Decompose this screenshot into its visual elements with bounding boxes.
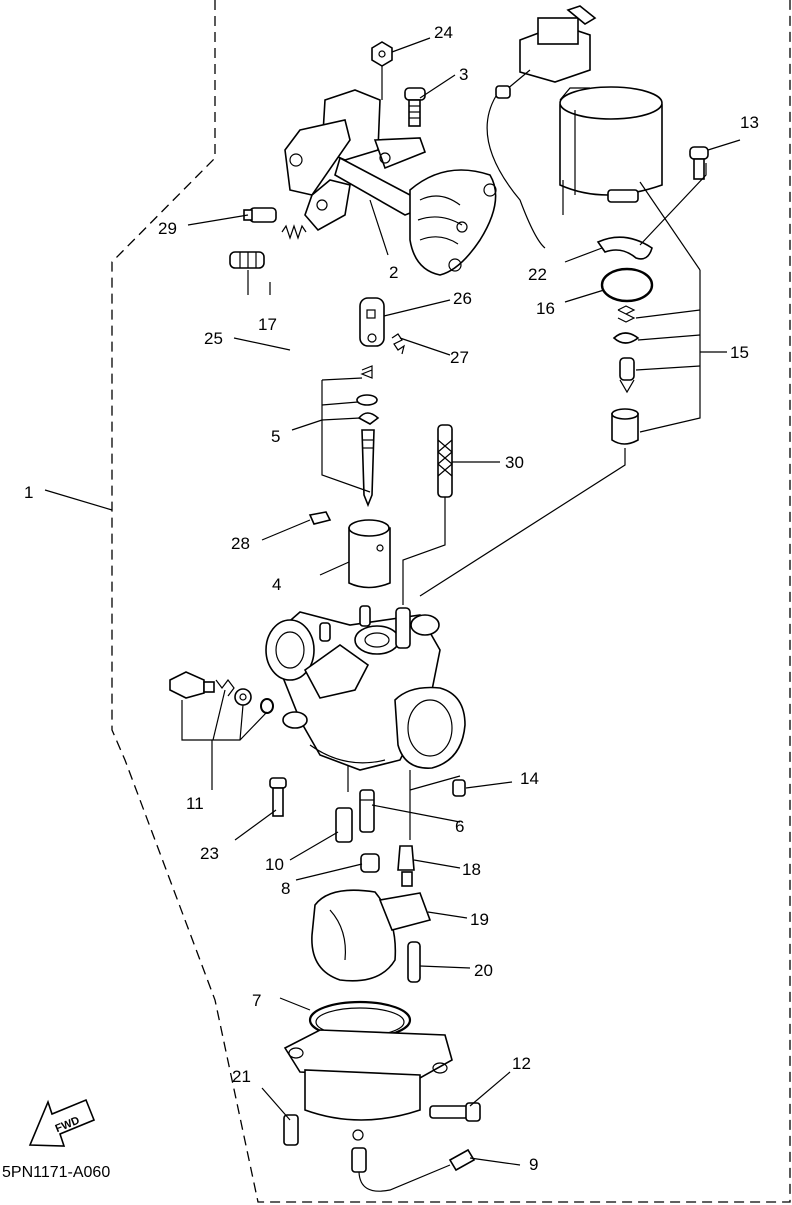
callout-15: 15 — [730, 343, 749, 362]
screw-part-3 — [404, 87, 426, 127]
throttle-linkage-part — [284, 89, 427, 232]
callout-18: 18 — [462, 860, 481, 879]
drawing-code: 5PN1171-A060 — [2, 1164, 110, 1181]
callout-16: 16 — [536, 299, 555, 318]
callout-2: 2 — [389, 263, 398, 282]
screw-part-14 — [452, 779, 466, 797]
callout-29: 29 — [158, 219, 177, 238]
float-pin-part-20 — [407, 941, 421, 983]
callout-19: 19 — [470, 910, 489, 929]
callout-6: 6 — [455, 817, 464, 836]
callout-22: 22 — [528, 265, 547, 284]
clip-part-22 — [596, 236, 653, 260]
fwd-arrow-icon: FWD — [28, 1098, 96, 1147]
drain-hose-part-9 — [351, 1147, 476, 1192]
spring-part-27 — [391, 333, 405, 355]
needle-valve-part-18 — [397, 845, 415, 887]
callout-3: 3 — [459, 65, 468, 84]
pilot-screw-parts-11 — [169, 671, 274, 714]
needle-parts-5 — [356, 365, 380, 508]
float-part-19 — [311, 889, 432, 982]
callout-4: 4 — [272, 575, 281, 594]
leader-lines — [44, 37, 741, 1166]
jet-part-10 — [335, 807, 353, 843]
callout-9: 9 — [529, 1155, 538, 1174]
callout-20: 20 — [474, 961, 493, 980]
pin-part-28 — [308, 511, 332, 525]
callout-12: 12 — [512, 1054, 531, 1073]
nut-part-24 — [371, 41, 393, 100]
throttle-lever-part — [409, 169, 497, 276]
callout-14: 14 — [520, 769, 539, 788]
screw-part-12 — [429, 1102, 481, 1122]
callout-28: 28 — [231, 534, 250, 553]
callout-11: 11 — [186, 794, 204, 813]
callout-30: 30 — [505, 453, 524, 472]
callout-24: 24 — [434, 23, 453, 42]
callout-23: 23 — [200, 844, 219, 863]
assembly-boundary — [111, 0, 791, 1203]
callout-labels: 1 2 3 4 5 6 7 8 9 10 11 12 13 14 15 16 1… — [24, 23, 759, 1174]
callout-25: 25 — [204, 329, 223, 348]
screw-part-13 — [689, 146, 709, 180]
callout-13: 13 — [740, 113, 759, 132]
plunger-parts-15 — [611, 305, 640, 445]
o-ring-part-16 — [600, 267, 654, 303]
callout-5: 5 — [271, 427, 280, 446]
callout-10: 10 — [265, 855, 284, 874]
callout-1: 1 — [24, 483, 33, 502]
connector-part — [486, 5, 597, 249]
callout-7: 7 — [252, 991, 261, 1010]
callout-27: 27 — [450, 348, 469, 367]
callout-26: 26 — [453, 289, 472, 308]
carburetor-body-part — [265, 605, 466, 771]
pipe-part-30 — [437, 424, 453, 498]
needle-clip-part-26 — [359, 297, 385, 347]
screw-part-29 — [243, 207, 277, 223]
solenoid-part — [559, 86, 663, 215]
callout-17: 17 — [258, 315, 277, 334]
screw-part-21 — [283, 1114, 299, 1146]
jet-part-6 — [359, 789, 375, 833]
callout-21: 21 — [232, 1067, 251, 1086]
float-bowl-part — [283, 1029, 453, 1141]
throttle-valve-part-4 — [348, 519, 391, 589]
callout-8: 8 — [281, 879, 290, 898]
screw-spring-part-17 — [229, 224, 307, 269]
jet-part-8 — [360, 853, 380, 873]
screw-part-23 — [269, 777, 287, 817]
